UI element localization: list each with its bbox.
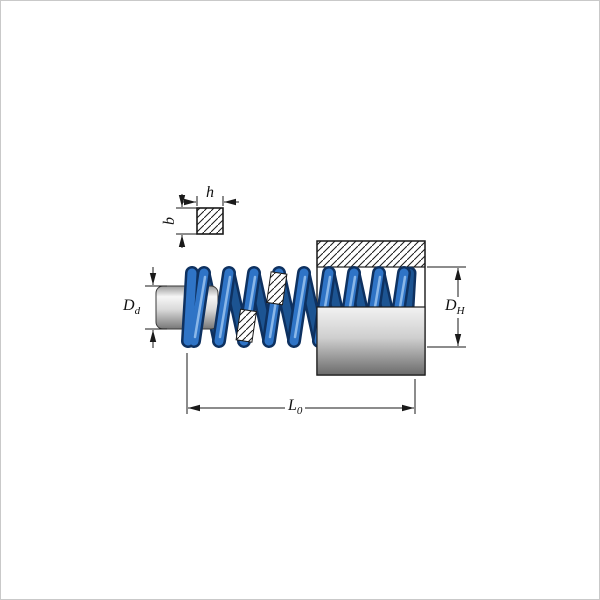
label-wire-height-text: h [206, 184, 214, 201]
label-rod-diameter: Dd [123, 298, 140, 317]
label-rod-diameter-letter: D [123, 297, 135, 314]
label-bore-diameter-letter: D [445, 297, 457, 314]
label-free-length-letter: L [288, 397, 297, 414]
label-free-length-subscript: 0 [296, 405, 303, 418]
label-wire-width-text: b [161, 217, 178, 225]
label-wire-height: h [201, 185, 219, 201]
dimension-l0 [186, 353, 416, 414]
wire-section-cut-patches [235, 271, 288, 343]
dimension-b [176, 194, 197, 248]
label-free-length: L0 [285, 397, 306, 419]
dimension-lines [145, 194, 466, 414]
wire-cross-section-legend [196, 207, 224, 235]
label-rod-diameter-subscript: d [134, 305, 141, 318]
label-bore-diameter-subscript: H [456, 305, 465, 318]
label-wire-width: b [161, 212, 178, 230]
housing-cylinder [316, 306, 426, 376]
dimension-dd [145, 267, 167, 348]
label-bore-diameter: DH [442, 297, 468, 319]
